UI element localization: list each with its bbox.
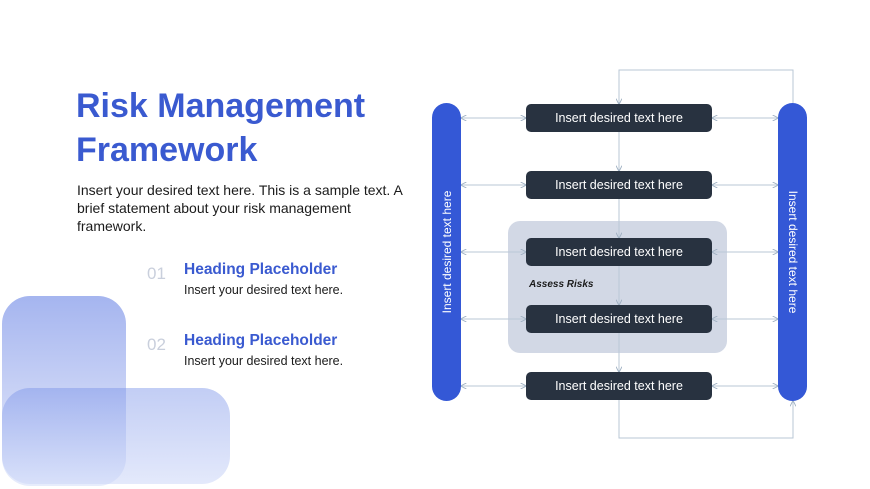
step-box-3: Insert desired text here [526,238,712,266]
page-title: Risk Management Framework [76,87,366,169]
group-label: Assess Risks [529,279,594,290]
decorative-shape-wide [2,388,230,484]
heading-title: Heading Placeholder [184,261,338,278]
heading-text: Insert your desired text here. [184,354,344,368]
heading-number: 01 [147,264,166,283]
left-pillar: Insert desired text here [432,103,461,401]
step-box-5: Insert desired text here [526,372,712,400]
loop-bottom-connector [618,400,793,439]
loop-top-connector [619,69,794,104]
heading-title: Heading Placeholder [184,332,338,349]
right-pillar-label: Insert desired text here [785,190,800,314]
intro-text: Insert your desired text here. This is a… [77,182,403,234]
step-box-4: Insert desired text here [526,305,712,333]
step-box-1: Insert desired text here [526,104,712,132]
heading-text: Insert your desired text here. [184,283,344,297]
heading-number: 02 [147,335,166,354]
left-pillar-label: Insert desired text here [439,190,454,314]
right-pillar: Insert desired text here [778,103,807,401]
step-box-2: Insert desired text here [526,171,712,199]
